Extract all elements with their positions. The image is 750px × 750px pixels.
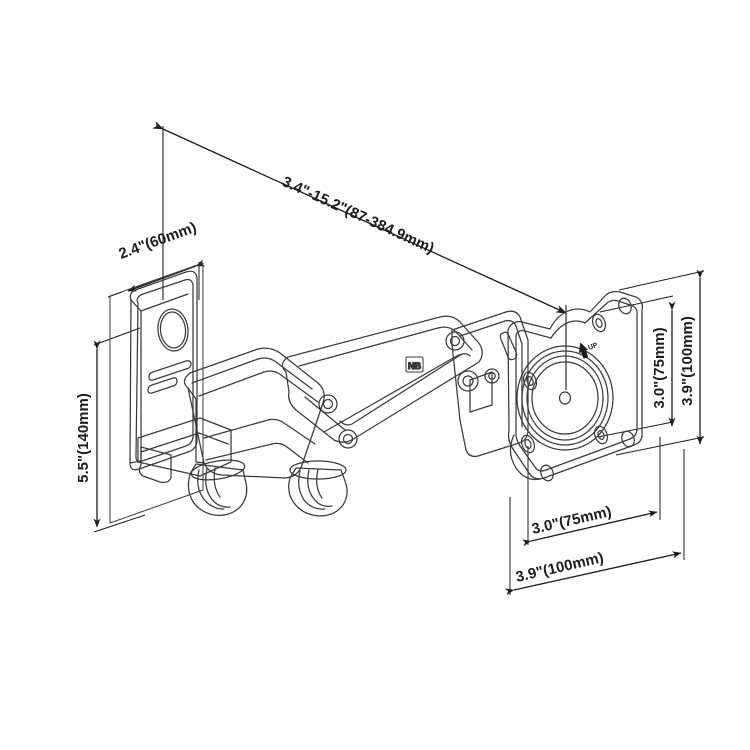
dimension-line-depth (127, 259, 206, 292)
mid-pivot-barrel (288, 467, 348, 517)
wall-plate-oval-hole (157, 308, 189, 352)
dimension-vesa-horizontal-small (521, 437, 661, 547)
vesa-plate (507, 290, 643, 482)
vesa-plate-outline (507, 290, 643, 480)
product-illustration: NB (109, 262, 643, 524)
dimension-line-extension (152, 121, 567, 314)
vesa-swivel-disc-ring1 (521, 350, 609, 446)
arm-lower-low-crease (203, 418, 316, 445)
brand-logo-badge (405, 356, 424, 373)
wall-plate-bottom-shelf (137, 417, 232, 477)
arm-segment-lower (183, 347, 325, 479)
mid-pivot-arc-1 (298, 470, 326, 510)
tilt-head-inner-edge (459, 319, 523, 428)
vesa-hole-bottom-left (520, 434, 536, 454)
brand-logo-text: NB (408, 361, 421, 371)
vesa-plate-inner-contour (515, 299, 638, 472)
label-plate-height: 5.5"(140mm) (75, 393, 92, 483)
vv-small-witness-top (599, 295, 674, 313)
dimension-line-vesa-horizontal-small (521, 510, 658, 547)
label-vesa-vertical-small: 3.0"(75mm) (651, 327, 668, 408)
vesa-hole-bottom-right-inner (597, 430, 605, 440)
wall-pivot-arc-2 (205, 468, 231, 508)
arm-screw-boss-2-inner (342, 433, 354, 445)
vesa-swivel-disc-outer (516, 345, 614, 451)
wall-pivot-barrel (187, 463, 248, 516)
arm-screw-boss-1-inner (322, 398, 334, 410)
wall-plate-bottom-flange (138, 446, 172, 484)
wall-plane-outline (109, 262, 204, 524)
wall-plate-slot-upper (148, 360, 192, 381)
wall-plate-body (129, 270, 198, 471)
tilt-head-body (451, 310, 529, 457)
arm-segment-upper (281, 315, 483, 449)
vesa-hole-corner-bottom-right (621, 430, 635, 448)
arm-screw-boss-2 (338, 429, 358, 449)
label-vesa-vertical-large: 3.9"(100mm) (679, 316, 696, 406)
up-orientation-label: UP (587, 342, 599, 352)
wall-plate-slot-lower (147, 377, 178, 394)
arm-screw-boss-4-inner (462, 375, 474, 387)
vesa-hole-top-right-inner (595, 318, 603, 328)
vv-large-witness-top (618, 270, 705, 291)
tilt-head-hole (484, 368, 500, 384)
arm-screw-boss-3-inner (449, 335, 461, 347)
dimension-vesa-vertical-small (597, 295, 676, 438)
tilt-head-bracket (451, 310, 529, 457)
arm-mid-pivot (288, 460, 348, 517)
logo-badge-plate (405, 356, 424, 373)
vesa-hole-mid-left (522, 371, 538, 391)
wall-pivot-top-ellipse (190, 459, 246, 481)
wall-pivot-arc-3 (213, 467, 221, 498)
dimension-plate-height (93, 327, 146, 533)
wall-plate-oval-hole-inner (159, 311, 187, 349)
vesa-hole-mid-left-inner (526, 376, 534, 386)
vesa-hole-corner-bottom-left (540, 464, 554, 482)
wall-plane (109, 262, 204, 524)
vesa-hole-top-right (591, 313, 607, 333)
arm-screw-boss-4 (457, 370, 479, 392)
height-witness-top (93, 327, 141, 346)
wall-pivot-joint (187, 459, 248, 516)
up-arrow-icon (579, 342, 589, 359)
up-arrow-glyph (579, 342, 589, 359)
vesa-swivel-disc-ring2 (526, 355, 604, 441)
vesa-hole-bottom-right (593, 425, 609, 445)
height-witness-bottom (93, 514, 146, 533)
arm-upper-crease-bottom (323, 353, 471, 433)
tilt-head-slot (499, 331, 518, 361)
arm-upper-body (281, 315, 483, 443)
wall-plate-shelf-crease (140, 432, 229, 453)
wall-plate-left-fold (129, 299, 142, 464)
arm-lower-mid-crease (198, 370, 319, 403)
arm-lower-body (183, 347, 325, 479)
vesa-swivel-disc-ring3 (531, 361, 599, 435)
vv-small-witness-bottom (597, 421, 674, 438)
vesa-cable-strap (509, 434, 541, 481)
arm-upper-edge-inner (339, 353, 463, 426)
arm-screw-boss-1 (318, 394, 338, 414)
vesa-hole-corner-top-right (618, 297, 632, 315)
wall-plate-top-fold (140, 293, 189, 312)
dimension-line-vesa-horizontal-large (504, 551, 682, 596)
mid-pivot-arc-2 (307, 469, 333, 507)
arm-screw-boss-3 (445, 331, 465, 351)
arm-lower-left-face (187, 387, 205, 464)
dimension-vesa-horizontal-large (504, 449, 685, 596)
wall-mount-plate (129, 270, 232, 484)
mid-pivot-arc-3 (316, 468, 323, 499)
arm-lower-top-crease (191, 357, 313, 390)
arm-lower-bottom-crease (205, 442, 309, 464)
tilt-head-hole-inner (488, 372, 496, 380)
vesa-swivel-center-hole (558, 391, 572, 405)
vesa-hole-bottom-left-inner (524, 439, 532, 449)
mid-pivot-top-ellipse (289, 460, 347, 480)
